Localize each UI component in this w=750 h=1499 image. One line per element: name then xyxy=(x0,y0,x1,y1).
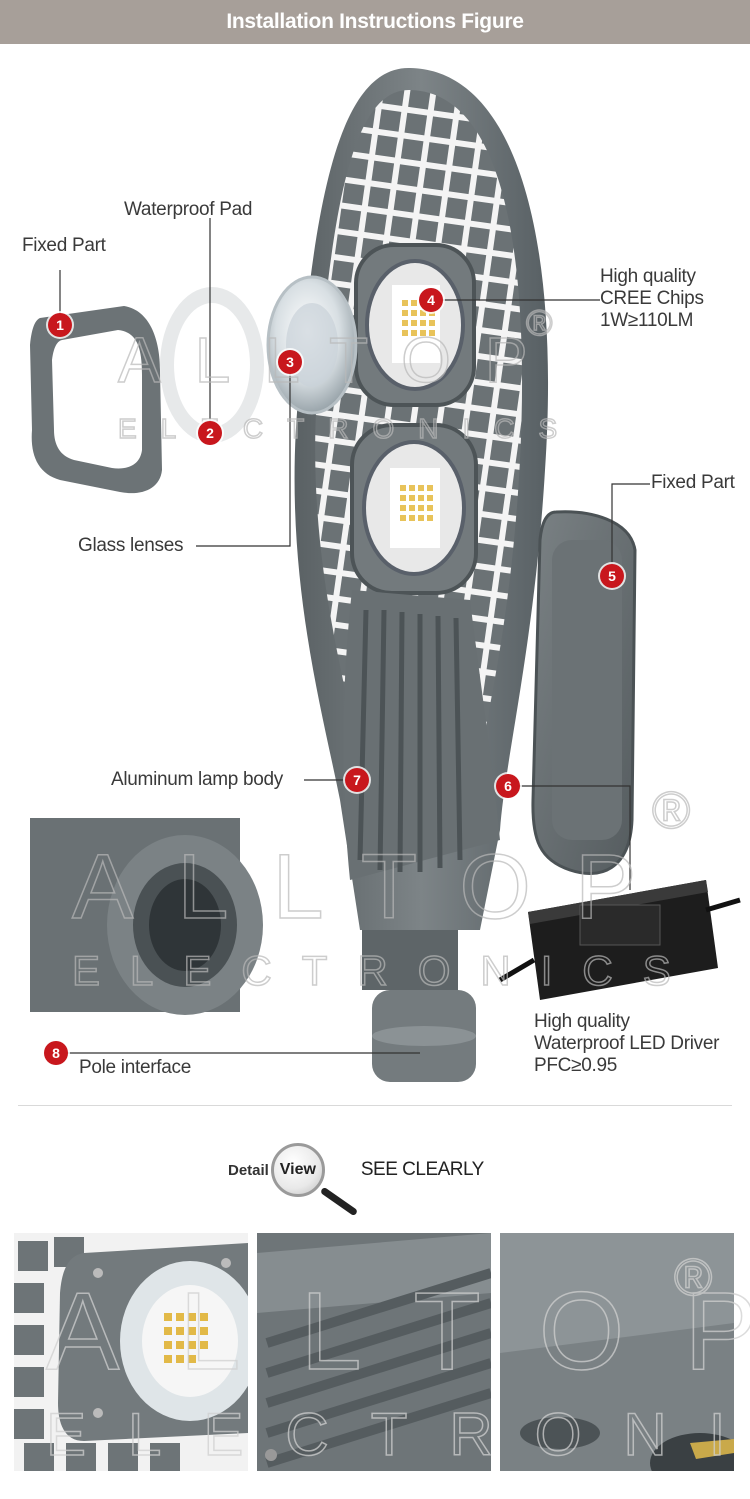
section-divider xyxy=(18,1105,732,1106)
detail-image-led-module xyxy=(14,1233,248,1471)
detail-image-heat-sink xyxy=(257,1233,491,1471)
label-lamp-body: Aluminum lamp body xyxy=(111,769,284,790)
waterproof-pad xyxy=(160,287,264,443)
badge-1: 1 xyxy=(48,313,72,337)
watermark-line2: ELECTRONICS xyxy=(118,413,581,444)
label-chips-line1: High quality xyxy=(600,266,696,287)
leader-lines xyxy=(56,218,650,1054)
label-driver-line3: PFC≥0.95 xyxy=(534,1055,618,1076)
detail-watermark: ALLTOP ELECTRONICS ® xyxy=(45,1248,750,1469)
watermark-line1: ALLTOP xyxy=(118,324,562,396)
badge-6: 6 xyxy=(496,774,520,798)
label-fixed-part-left: Fixed Part xyxy=(22,235,106,256)
detail-prefix: Detail xyxy=(228,1161,269,1179)
detail-suffix: SEE CLEARLY xyxy=(360,1159,484,1180)
label-pole-interface: Pole interface xyxy=(79,1057,191,1078)
fixed-part-frame xyxy=(30,306,162,494)
pole-closeup xyxy=(30,818,263,1015)
label-fixed-part-right: Fixed Part xyxy=(651,472,735,493)
magnifier-icon: View xyxy=(270,1143,359,1217)
cover-plate xyxy=(531,510,637,875)
header-bar: Installation Instructions Figure xyxy=(0,0,750,44)
detail-view-banner: Detail View SEE CLEARLY xyxy=(228,1140,484,1217)
label-driver: High quality Waterproof LED Driver PFC≥0… xyxy=(534,1011,719,1077)
label-chips-line3: 1W≥110LM xyxy=(600,310,694,331)
badge-3: 3 xyxy=(278,350,302,374)
led-module-bottom xyxy=(350,423,478,595)
pole-neck xyxy=(362,930,476,1082)
label-chips-line2: CREE Chips xyxy=(600,288,704,309)
header-title: Installation Instructions Figure xyxy=(226,10,524,33)
badge-2: 2 xyxy=(198,421,222,445)
badge-7: 7 xyxy=(345,768,369,792)
badge-5: 5 xyxy=(600,564,624,588)
watermark-line1-lower: ALLTOP xyxy=(72,836,680,938)
detail-image-pole-interface xyxy=(500,1233,734,1471)
detail-view-word: View xyxy=(279,1161,316,1178)
detail-watermark-line2: ELECTRONICS xyxy=(46,1401,750,1468)
watermark-line2-lower: ELECTRONICS xyxy=(72,947,701,994)
watermark-registered-lower: ® xyxy=(652,782,690,840)
label-driver-line1: High quality xyxy=(534,1011,630,1032)
label-waterproof-pad: Waterproof Pad xyxy=(124,199,253,220)
led-driver xyxy=(498,880,741,1000)
badge-4: 4 xyxy=(419,288,443,312)
watermark-registered: ® xyxy=(526,302,553,343)
detail-watermark-line1: ALLTOP xyxy=(46,1270,750,1393)
heat-sink xyxy=(343,590,500,880)
label-chips: High quality CREE Chips 1W≥110LM xyxy=(600,266,704,332)
detail-watermark-registered: ® xyxy=(674,1249,712,1307)
watermark: ALLTOP ELECTRONICS ® ALLTOP ELECTRONICS … xyxy=(71,301,701,995)
label-glass-lenses: Glass lenses xyxy=(78,535,184,556)
badge-8: 8 xyxy=(44,1041,68,1065)
label-driver-line2: Waterproof LED Driver xyxy=(534,1033,720,1054)
